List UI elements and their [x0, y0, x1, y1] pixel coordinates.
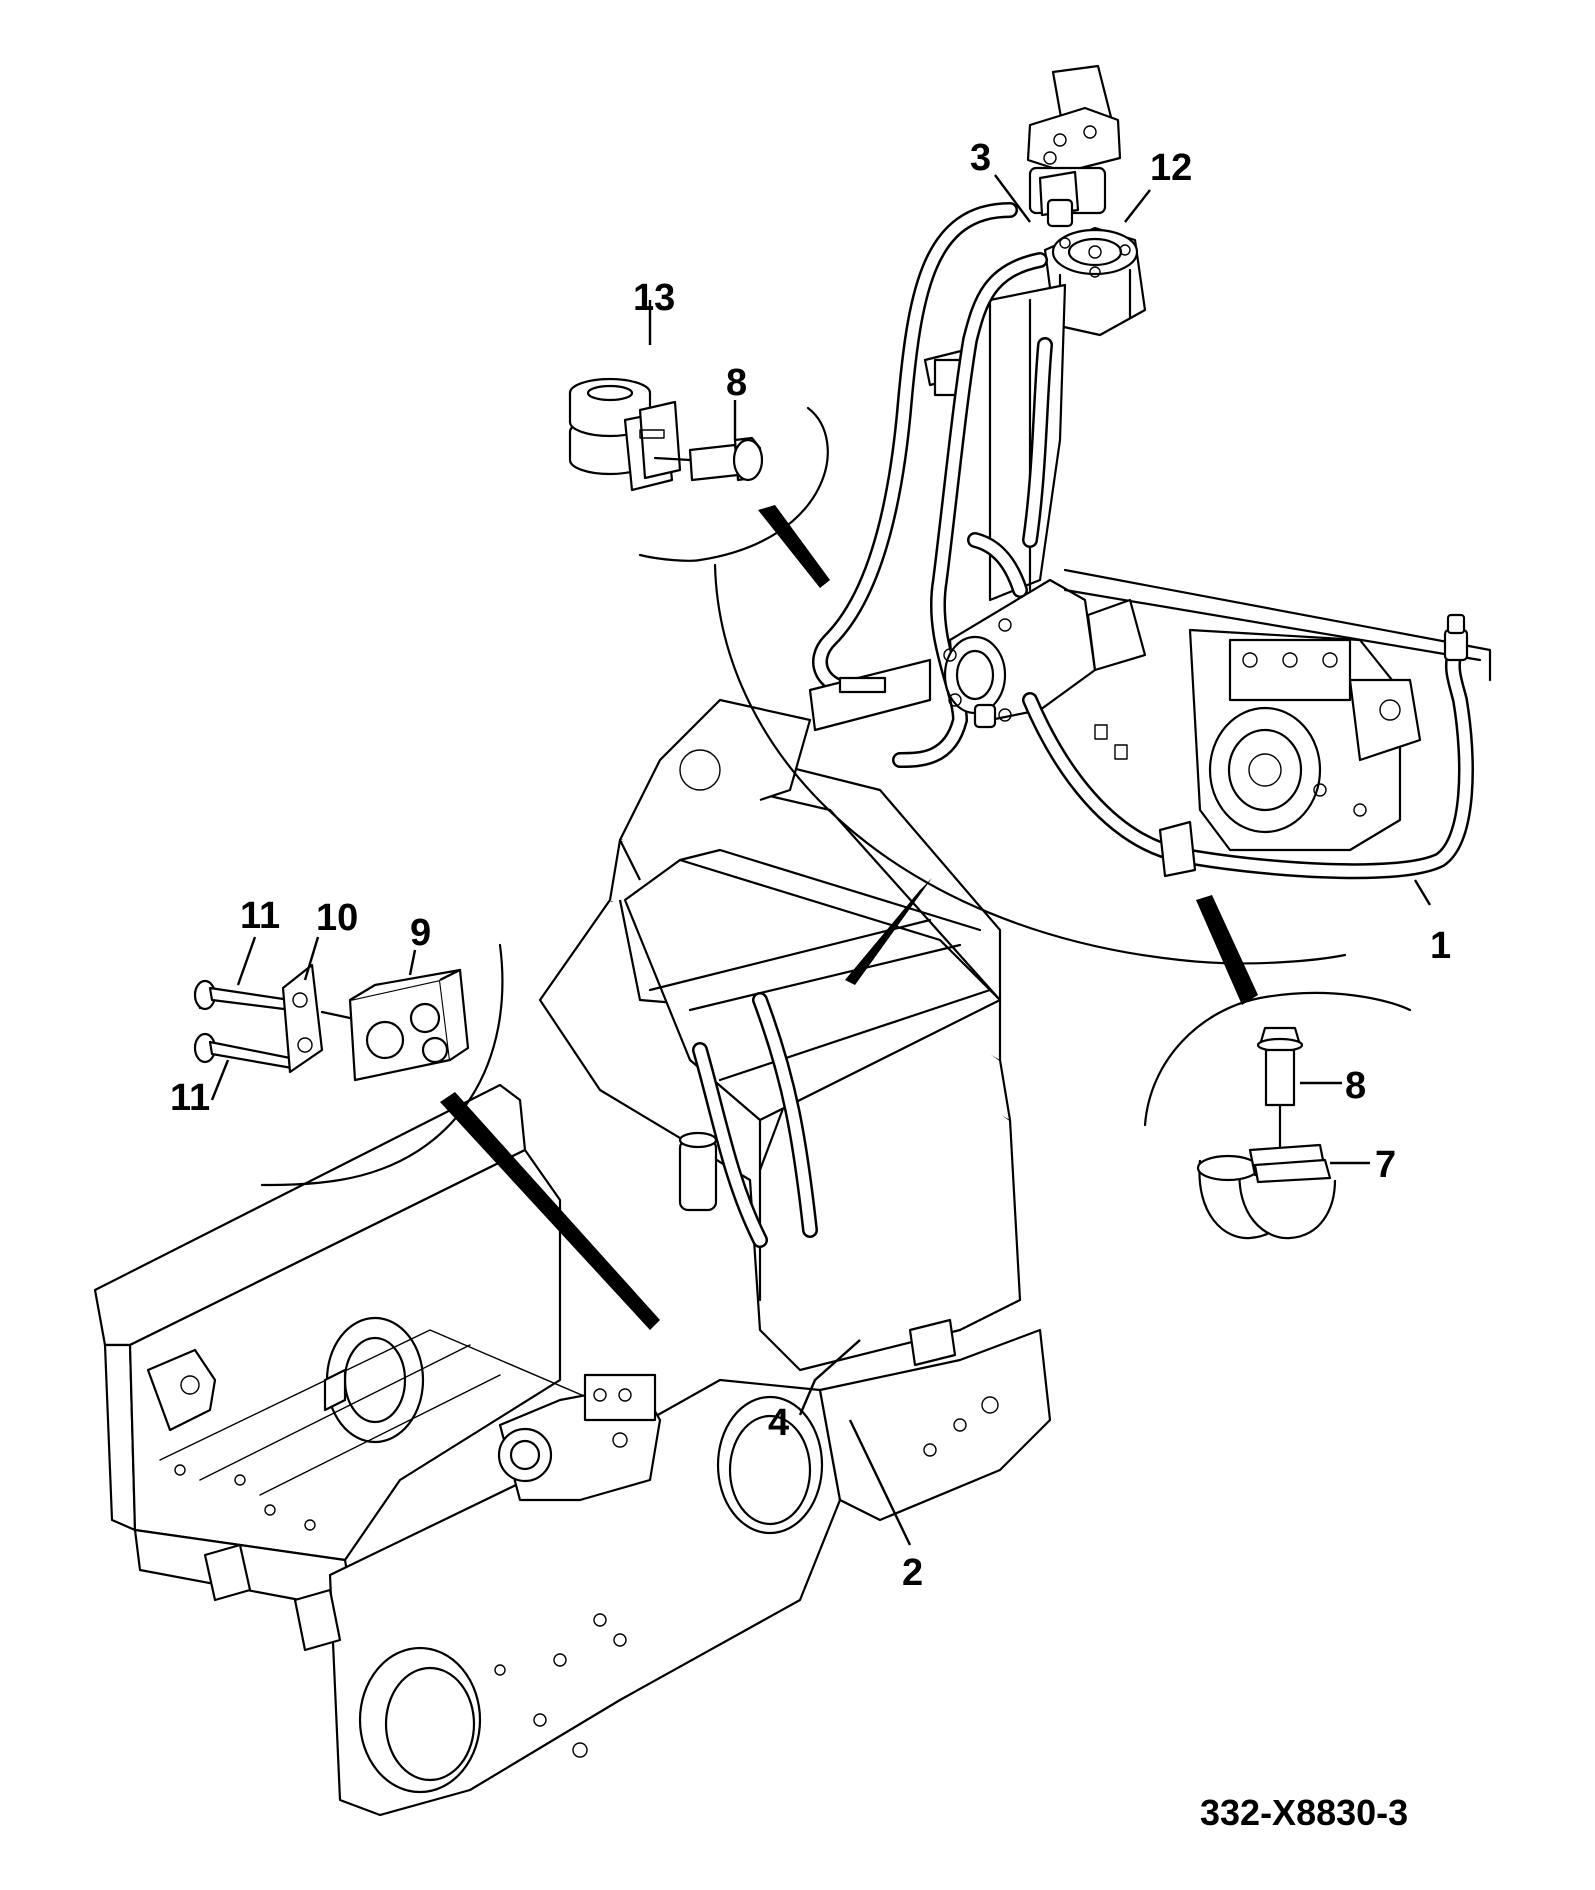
pump-12 [1043, 226, 1147, 337]
callout-4: 4 [768, 1402, 789, 1444]
callout-13: 13 [633, 277, 675, 319]
callout-3: 3 [970, 137, 991, 179]
callout-8-right: 8 [1345, 1065, 1366, 1107]
callout-8-top: 8 [726, 362, 747, 404]
drawing-number: 332-X8830-3 [1200, 1792, 1408, 1833]
hydraulic-pump-chassis [497, 1373, 662, 1502]
detail-clamp-7 [1143, 991, 1412, 1240]
callout-labels: 1 2 3 4 7 8 8 9 10 11 11 12 13 [170, 137, 1451, 1594]
lower-pump [943, 578, 1097, 729]
callout-1: 1 [1430, 925, 1451, 967]
main-pump-right [1188, 628, 1422, 852]
callout-7: 7 [1375, 1144, 1396, 1186]
pump-hose-assembly-illustration [808, 64, 1492, 880]
detail-clamp-13 [568, 300, 829, 562]
magnification-pointers [440, 174, 1432, 1546]
callout-11-bottom: 11 [170, 1077, 210, 1119]
detail-clamp-9 [193, 936, 504, 1187]
callout-9: 9 [410, 912, 431, 954]
callout-12: 12 [1150, 147, 1192, 189]
machine-chassis-illustration [93, 698, 1052, 1817]
callout-2: 2 [902, 1552, 923, 1594]
frame-holes [174, 1396, 999, 1758]
callout-10: 10 [316, 897, 358, 939]
callout-11-top: 11 [240, 895, 280, 937]
